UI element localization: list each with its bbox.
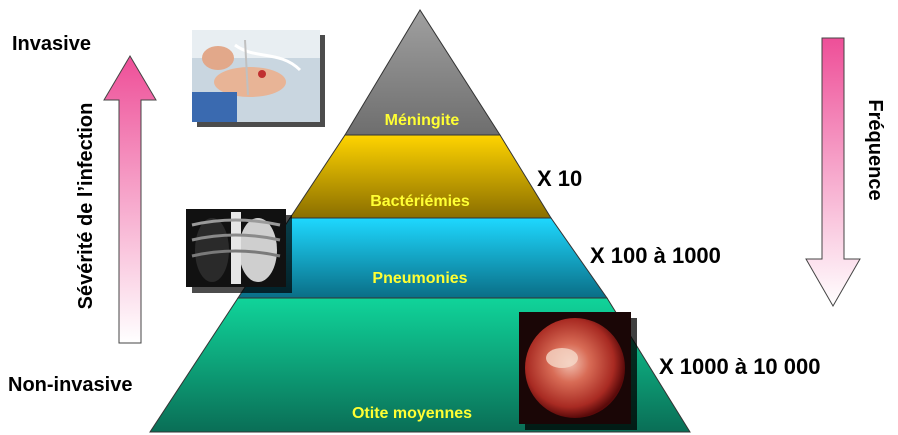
invasive-label: Invasive (12, 33, 91, 55)
eardrum-otoscopy-photo (519, 312, 637, 430)
infant-photo (192, 30, 325, 127)
non-invasive-label: Non-invasive (8, 374, 132, 396)
chest-xray-photo (186, 209, 292, 293)
multiplier-x100-1000: X 100 à 1000 (590, 243, 721, 268)
multiplier-x10: X 10 (537, 166, 582, 191)
level-label-pneumonies: Pneumonies (372, 270, 467, 287)
severity-arrow (104, 56, 156, 343)
multiplier-x1000-10000: X 1000 à 10 000 (659, 354, 820, 379)
frequency-axis-title: Fréquence (864, 99, 886, 200)
frequency-arrow (806, 38, 860, 306)
level-label-bacteriemies: Bactériémies (370, 193, 470, 210)
level-label-meningite: Méningite (385, 112, 460, 129)
severity-axis-title: Sévérité de l’infection (75, 103, 97, 310)
level-label-otite: Otite moyennes (352, 405, 472, 422)
